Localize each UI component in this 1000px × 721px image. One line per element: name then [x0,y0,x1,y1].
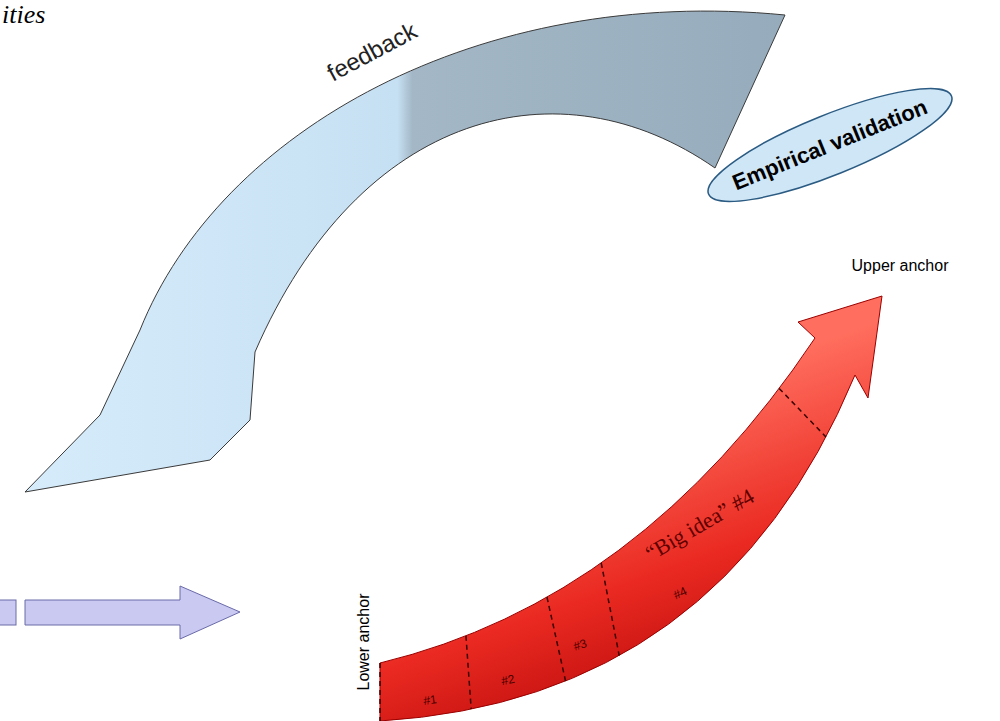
anchor-label: Upper anchor [852,257,949,275]
segment-divider [779,388,826,437]
segment-number: #2 [500,672,516,688]
segment-number: #1 [422,692,437,708]
feedback-label: feedback [322,17,421,87]
ellipse-shape [697,68,962,222]
segment-divider [466,636,471,709]
cut-off-heading: ities [2,0,45,30]
anchor-label: Lower anchor [355,594,373,691]
validation-ellipse: Empirical validation [696,67,964,223]
segment-divider [379,663,381,721]
feedback-arrow [25,11,785,492]
input-box-stub [0,600,16,625]
arrow-band-shape [380,296,882,721]
segment-divider [547,597,566,681]
input-arrow [25,586,240,639]
segment-divider [601,563,619,656]
